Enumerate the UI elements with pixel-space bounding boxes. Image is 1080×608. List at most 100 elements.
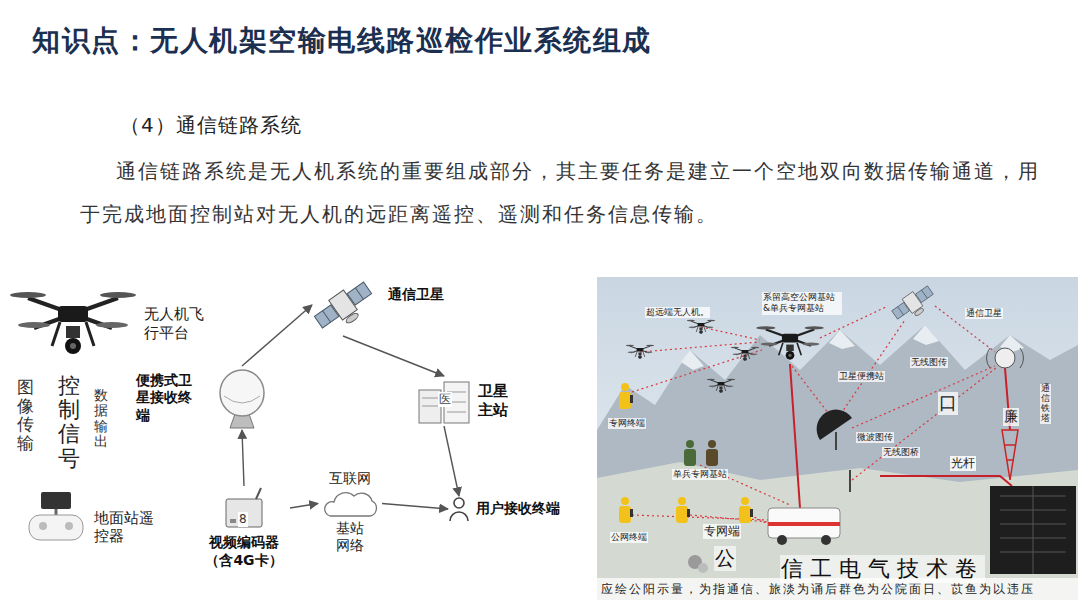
- text-label: 信工电气技术卷: [780, 555, 985, 583]
- radio-links-part: [852, 368, 996, 480]
- diagram-node: 便携式卫星接收终端: [136, 366, 272, 430]
- network-scene-part: [681, 350, 704, 370]
- flow-arrow: [343, 336, 444, 376]
- diagram-node: 无人机飞行平台: [8, 284, 216, 364]
- radio-links-part: [690, 515, 768, 522]
- devices-part: [817, 410, 852, 440]
- icon-graphic: [419, 382, 469, 423]
- flow-arrow: [242, 430, 244, 486]
- diagram-node: 用户接收终端: [448, 496, 560, 522]
- field-crew-part-part: [687, 509, 690, 517]
- flow-arrow: [290, 504, 318, 509]
- devices-part: [1000, 486, 1066, 574]
- devices-part: [835, 432, 837, 450]
- node-label: 无人机飞行平台: [144, 305, 216, 343]
- devices-part: [756, 326, 824, 359]
- tether-and-fiber: [790, 364, 1012, 508]
- field-crew-part-part: [750, 509, 753, 517]
- text-label: 廉: [1003, 408, 1019, 426]
- text-label: 光杆: [950, 456, 976, 471]
- devices-part: [995, 348, 1015, 368]
- text-label: 无线图桥: [882, 447, 920, 458]
- text-label: 应绘公阳示量，为指通信、旅淡为诵后群色为公院面日、苡鱼为以违压: [601, 582, 1035, 597]
- icon-graphic: [312, 278, 374, 336]
- field-crew-part-part: [739, 506, 751, 523]
- devices-part: [890, 283, 939, 326]
- field-crew: [619, 383, 753, 523]
- field-crew-part-part: [630, 509, 633, 517]
- devices-part: [849, 470, 851, 492]
- field-crew-part-part: [741, 497, 749, 505]
- text-label: 系留高空公网基站 &单兵专网基站: [762, 292, 842, 315]
- text-label: （4）通信链路系统: [120, 113, 302, 138]
- node-label: 用户接收终端: [476, 500, 560, 518]
- field-crew-part-part: [676, 506, 688, 523]
- vertical-label: 通信铁塔: [1040, 384, 1051, 424]
- diagram-node: 视频编码器 （含4G卡）: [198, 486, 290, 569]
- field-crew-part-part: [619, 392, 631, 409]
- node-label: 通信卫星: [388, 274, 444, 304]
- text-label: 卫星便携站: [838, 371, 885, 382]
- node-icon: [318, 490, 382, 518]
- field-crew-part-part: [630, 395, 633, 403]
- field-crew-part: [619, 497, 633, 523]
- text-label: 通信链路系统是无人机系统的重要组成部分，其主要任务是建立一个空地双向数据传输通道…: [80, 150, 1055, 236]
- radio-links-part: [838, 320, 905, 418]
- text-label: 专网终端: [608, 418, 646, 429]
- field-crew-part-part: [706, 449, 718, 466]
- network-scene-part: [597, 277, 1078, 600]
- field-crew-part-part: [621, 383, 629, 391]
- node-label: 基站网络: [334, 520, 366, 555]
- flow-arrow: [242, 305, 312, 366]
- icon-graphic: [450, 498, 468, 521]
- flow-arrow: [382, 504, 448, 510]
- node-icon: [448, 496, 470, 522]
- network-scene-part: [829, 330, 855, 349]
- icon-graphic: [10, 292, 136, 354]
- radio-links-part: [792, 366, 832, 418]
- devices-part: [626, 345, 654, 359]
- text-label: 微波图传: [856, 432, 894, 443]
- node-label: 卫星主站: [478, 382, 512, 420]
- radio-links-part: [701, 327, 760, 340]
- node-label: 便携式卫星接收终端: [136, 372, 204, 425]
- devices-part: [768, 522, 840, 526]
- node-icon: [8, 284, 138, 364]
- devices-part: [687, 320, 715, 334]
- devices-part: [768, 508, 840, 538]
- devices-part: [1002, 430, 1018, 480]
- devices-part: [707, 379, 735, 393]
- diagram-node: 地面站遥控器: [26, 490, 160, 546]
- node-label: 地面站遥控器: [94, 509, 160, 547]
- field-crew-part-part: [621, 497, 629, 505]
- field-crew-part: [676, 497, 690, 523]
- text-label: 口: [938, 392, 958, 415]
- devices-part: [698, 563, 708, 573]
- vertical-label: 图像传输: [17, 378, 34, 453]
- radio-links-part: [632, 350, 762, 392]
- text-label: 单兵专网基站: [672, 469, 728, 480]
- node-icon: [212, 366, 272, 430]
- devices: [626, 283, 1076, 574]
- text-label: 公: [714, 546, 736, 571]
- tether-and-fiber-part: [790, 364, 800, 508]
- network-scene: [597, 277, 1078, 600]
- radio-links: [632, 306, 996, 524]
- vertical-label: 控制信号: [58, 374, 80, 471]
- devices-part: [986, 348, 1023, 368]
- field-crew-part: [706, 440, 718, 466]
- text-label: 无线图传: [910, 357, 948, 368]
- icon-graphic: [325, 492, 377, 515]
- node-icon: [26, 490, 86, 546]
- field-crew-part: [739, 497, 753, 523]
- field-crew-part-part: [678, 497, 686, 505]
- node-label: 视频编码器 （含4G卡）: [198, 534, 290, 569]
- text-label: 超远端无人机。: [645, 307, 710, 318]
- icon-graphic: [29, 492, 83, 540]
- devices-part: [821, 535, 831, 545]
- text-label: 医: [438, 392, 452, 407]
- vertical-label: 数据输出: [94, 388, 108, 450]
